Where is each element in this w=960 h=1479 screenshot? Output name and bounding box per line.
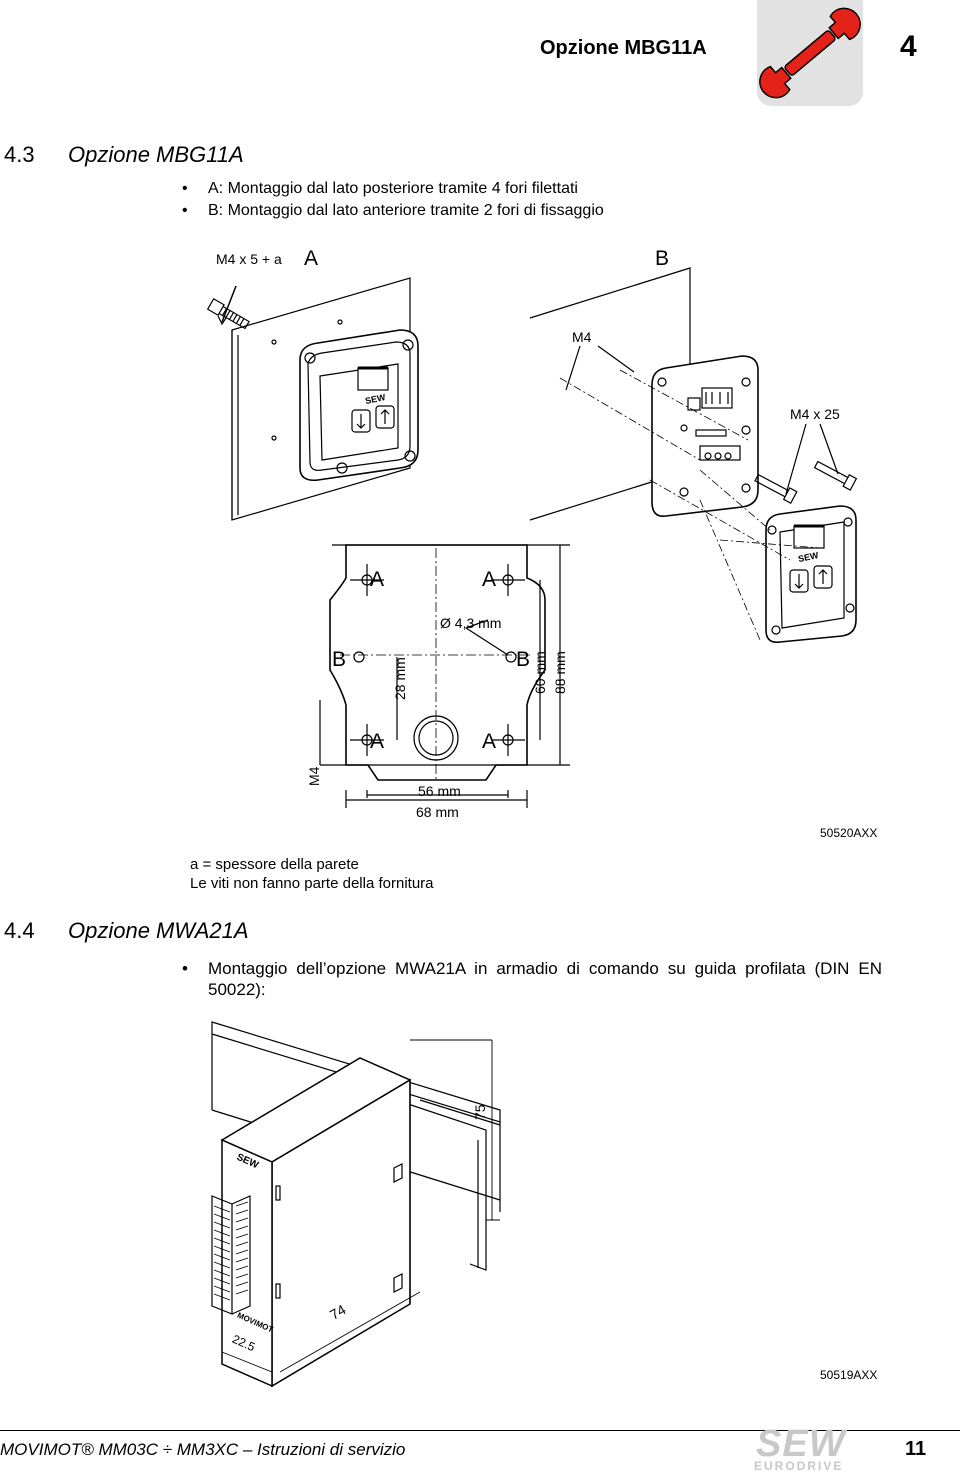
screw-label: M4 x 5 + a (216, 251, 282, 267)
list-item: A: Montaggio dal lato posteriore tramite… (182, 178, 604, 200)
hole-label-a: A (482, 730, 497, 753)
section-number: 4.3 (4, 142, 35, 167)
page-number: 11 (905, 1438, 927, 1460)
figure-notes: a = spessore della parete Le viti non fa… (190, 855, 434, 893)
wrench-icon (759, 7, 861, 99)
logo-bottom: EURODRIVE (754, 1459, 844, 1473)
section-number: 4.4 (4, 918, 35, 943)
hole-label-b: B (516, 648, 531, 671)
dim-68: 68 mm (416, 804, 459, 820)
dim-75: 75 (472, 1104, 488, 1120)
mbg11a-mounting-drawing (206, 267, 858, 808)
note-line: a = spessore della parete (190, 856, 359, 873)
dim-56: 56 mm (418, 783, 461, 799)
paragraph-text: Montaggio dell’opzione MWA21A in armadio… (208, 959, 882, 999)
list-item: B: Montaggio dal lato anteriore tramite … (182, 200, 604, 222)
bullet-marker: • (182, 959, 188, 978)
chapter-tab (757, 0, 863, 106)
diameter-label: Ø 4,3 mm (440, 615, 502, 631)
bullet-paragraph: • Montaggio dell’opzione MWA21A in armad… (182, 958, 882, 1000)
sew-eurodrive-logo: SEW EURODRIVE (752, 1423, 858, 1475)
figure-ref: 50519AXX (820, 1368, 878, 1382)
hole-label-b: B (332, 648, 347, 671)
chapter-number: 4 (900, 30, 917, 63)
footer-rule (0, 1430, 960, 1431)
mwa21a-rail-drawing (211, 1021, 501, 1388)
logo-top: SEW (756, 1423, 846, 1465)
section-title: Opzione MBG11A (68, 142, 244, 167)
figure-ref: 50520AXX (820, 826, 878, 840)
view-label-b: B (655, 247, 670, 270)
thread-label: M4 (572, 329, 592, 345)
page-header-title: Opzione MBG11A (540, 37, 707, 59)
hole-label-a: A (370, 568, 385, 591)
bullet-list: A: Montaggio dal lato posteriore tramite… (182, 178, 604, 222)
screw-b-label: M4 x 25 (790, 406, 840, 422)
section-title: Opzione MWA21A (68, 918, 249, 943)
footer-text: MOVIMOT® MM03C ÷ MM3XC – Istruzioni di s… (0, 1440, 406, 1459)
note-line: Le viti non fanno parte della fornitura (190, 875, 434, 892)
hole-label-a: A (482, 568, 497, 591)
hole-label-a: A (370, 730, 385, 753)
view-label-a: A (304, 247, 319, 270)
